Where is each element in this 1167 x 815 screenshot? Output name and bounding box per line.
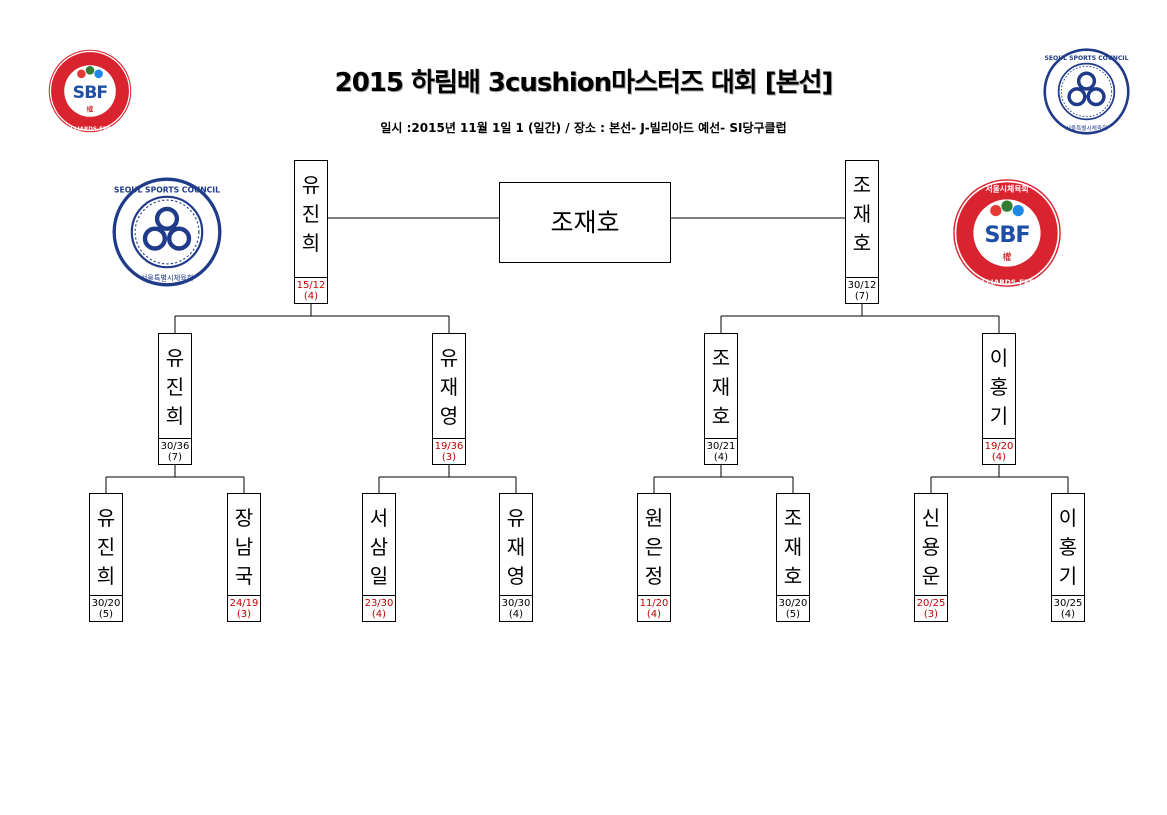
svg-text:SEOUL SPORTS COUNCIL: SEOUL SPORTS COUNCIL <box>1045 55 1129 62</box>
player-score: 30/21(4) <box>705 438 737 464</box>
svg-text:서울시체육회: 서울시체육회 <box>985 184 1028 194</box>
player-score: 23/30(4) <box>363 595 395 621</box>
player-score: 24/19(3) <box>228 595 260 621</box>
sbf-logo-top-left: SBF 權 SEOUL-BILLIARDS-FEDERATION <box>47 49 133 133</box>
council-logo-left: SEOUL SPORTS COUNCIL 서울특별시체육회 <box>112 177 222 287</box>
svg-text:서울특별시체육회: 서울특별시체육회 <box>1066 124 1108 132</box>
svg-text:서울특별시체육회: 서울특별시체육회 <box>141 273 194 282</box>
sbf-logo-right: SBF 權 서울시체육회 SEOUL-BILLIARDS-FEDERATION <box>951 179 1063 287</box>
player-score: 30/12(7) <box>846 277 878 303</box>
player-score: 30/30(4) <box>500 595 532 621</box>
svg-text:權: 權 <box>1003 251 1012 263</box>
page-title: 2015 하림배 3cushion마스터즈 대회 [본선] <box>334 68 834 98</box>
player-score: 20/25(3) <box>915 595 947 621</box>
player-score: 19/36(3) <box>433 438 465 464</box>
svg-text:SEOUL-BILLIARDS-FEDERATION: SEOUL-BILLIARDS-FEDERATION <box>951 278 1063 287</box>
player-score: 19/20(4) <box>983 438 1015 464</box>
event-info: 일시 :2015년 11월 1일 1 (일간) / 장소 : 본선- J-빌리아… <box>380 121 787 135</box>
svg-text:權: 權 <box>87 105 94 114</box>
player-score: 30/20(5) <box>777 595 809 621</box>
player-score: 11/20(4) <box>638 595 670 621</box>
svg-text:SBF: SBF <box>984 222 1029 248</box>
player-score: 30/20(5) <box>90 595 122 621</box>
svg-text:SEOUL SPORTS COUNCIL: SEOUL SPORTS COUNCIL <box>114 185 220 194</box>
champion-box: 조재호 <box>499 182 671 263</box>
player-score: 30/25(4) <box>1052 595 1084 621</box>
council-logo-top-right: SEOUL SPORTS COUNCIL 서울특별시체육회 <box>1043 48 1130 135</box>
svg-text:SEOUL-BILLIARDS-FEDERATION: SEOUL-BILLIARDS-FEDERATION <box>47 127 133 133</box>
player-score: 30/36(7) <box>159 438 191 464</box>
player-score: 15/12(4) <box>295 277 327 303</box>
svg-text:SBF: SBF <box>73 83 108 103</box>
